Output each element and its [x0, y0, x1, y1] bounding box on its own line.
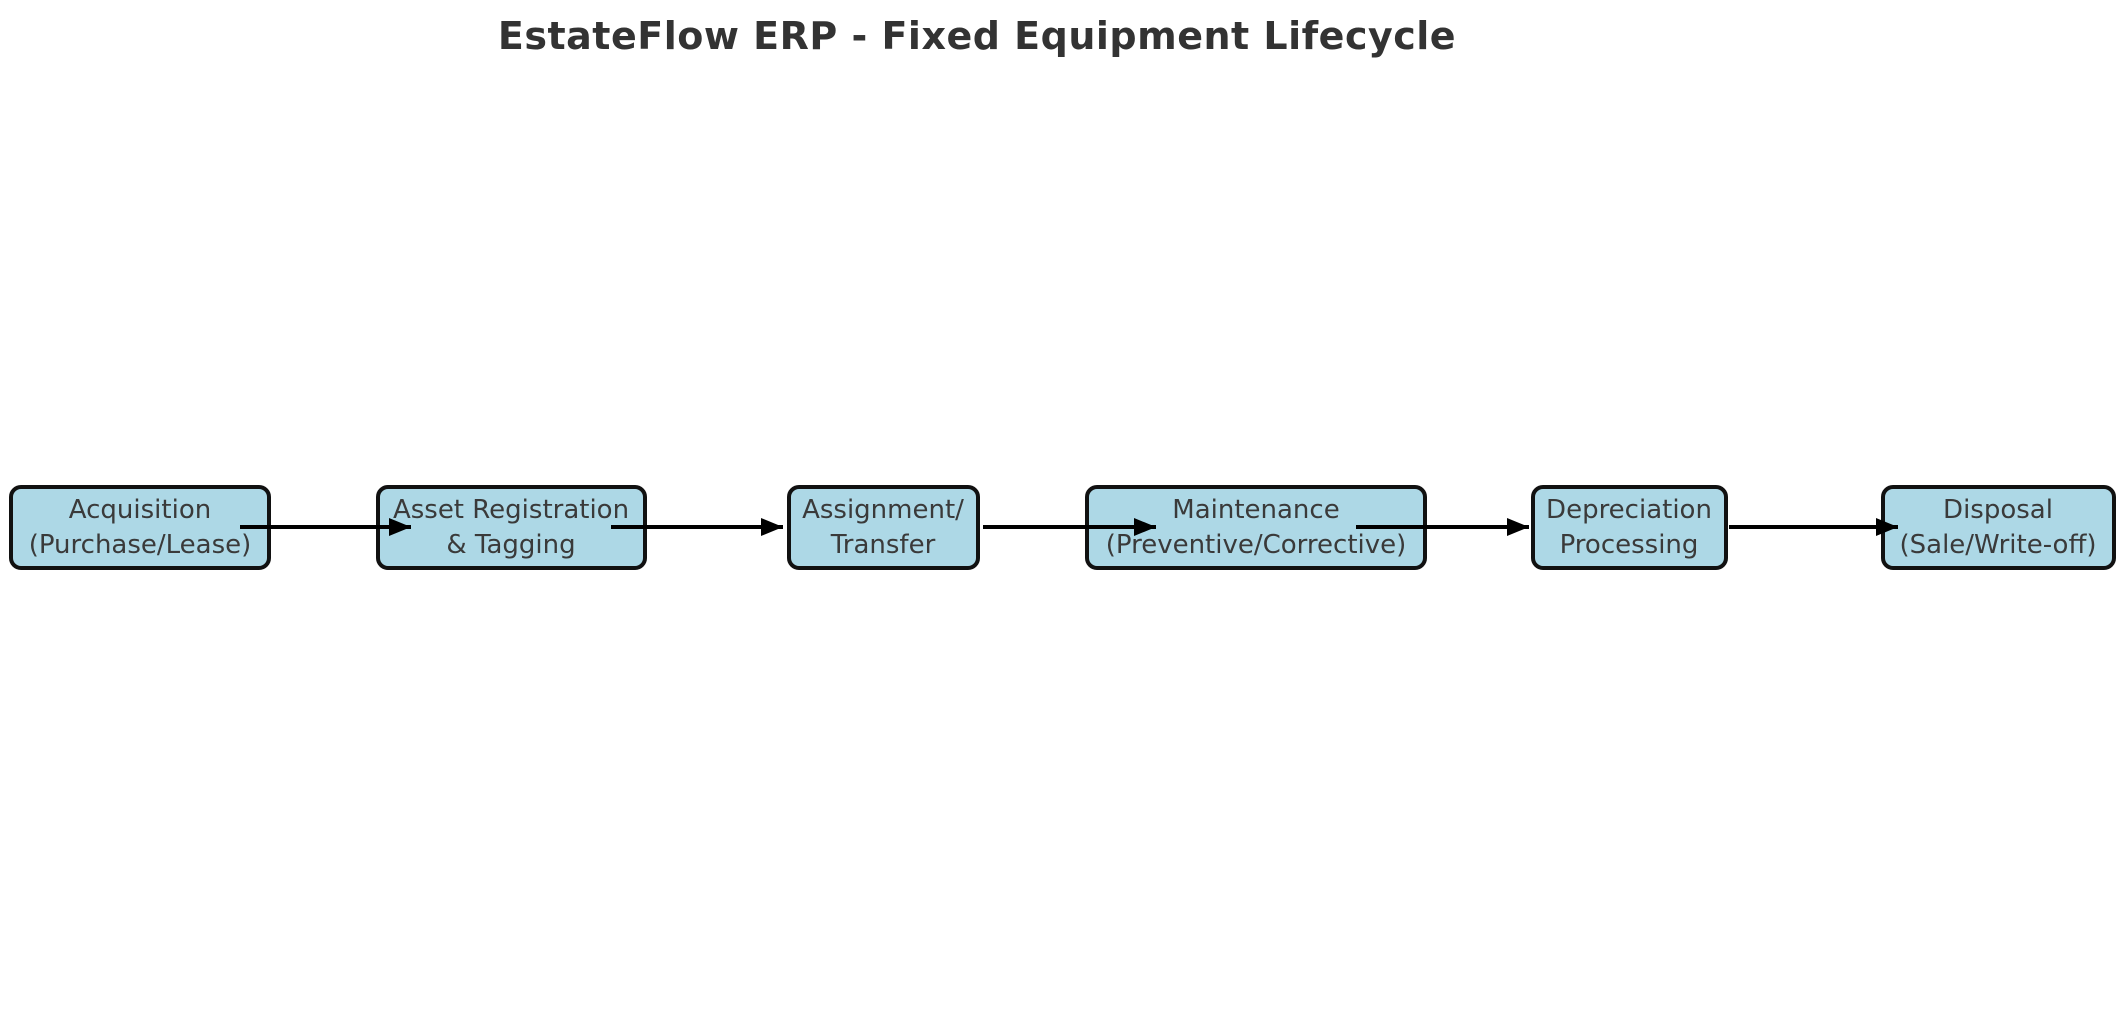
flow-node-label-line2: (Purchase/Lease) — [28, 529, 252, 560]
flow-node-label-line2: (Preventive/Corrective) — [1105, 529, 1407, 560]
flow-node-label-line2: & Tagging — [446, 529, 576, 560]
flow-node-label-line1: Maintenance — [1172, 494, 1340, 525]
flow-node-label-line1: Depreciation — [1546, 494, 1712, 525]
flow-node-depreciation: Depreciation Processing — [1530, 485, 1728, 570]
flow-node-assignment-transfer: Assignment/ Transfer — [786, 485, 980, 570]
flow-node-label-line2: (Sale/Write-off) — [1899, 529, 2097, 560]
flow-node-label-line1: Asset Registration — [392, 494, 630, 525]
flow-node-label-line2: Processing — [1559, 529, 1699, 560]
flow-node-label-line1: Acquisition — [68, 494, 212, 525]
flow-node-label-line1: Disposal — [1943, 494, 2053, 525]
flow-node-maintenance: Maintenance (Preventive/Corrective) — [1085, 485, 1427, 570]
flow-node-disposal: Disposal (Sale/Write-off) — [1880, 485, 2116, 570]
flow-node-asset-registration: Asset Registration & Tagging — [375, 485, 647, 570]
diagram-title: EstateFlow ERP - Fixed Equipment Lifecyc… — [497, 14, 1457, 58]
flow-node-label-line1: Assignment/ — [802, 494, 964, 525]
flow-node-label-line2: Transfer — [830, 529, 936, 560]
flow-node-acquisition: Acquisition (Purchase/Lease) — [9, 485, 271, 570]
